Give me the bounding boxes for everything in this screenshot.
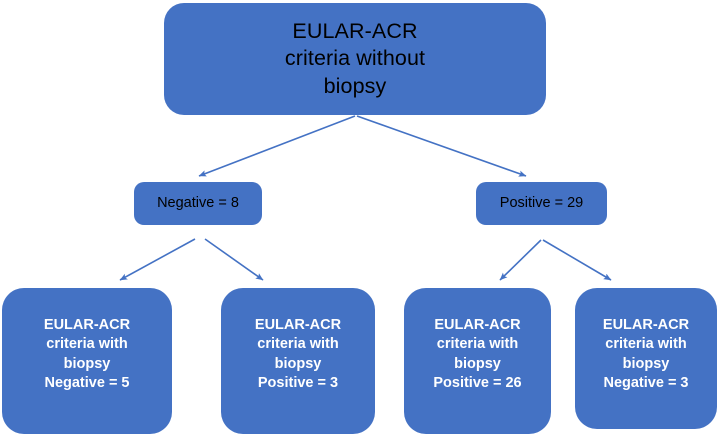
node-negative: Negative = 8 — [134, 182, 262, 225]
node-leaf-positive-26-label: EULAR-ACR criteria with biopsy Positive … — [433, 317, 522, 392]
edge-negative-to-leaf2 — [204, 238, 264, 281]
node-leaf-negative-5-label: EULAR-ACR criteria with biopsy Negative … — [43, 317, 131, 392]
edge-root-to-negative — [198, 115, 356, 177]
node-positive: Positive = 29 — [476, 182, 607, 225]
node-leaf-negative-5: EULAR-ACR criteria with biopsy Negative … — [2, 288, 172, 434]
node-negative-label: Negative = 8 — [157, 195, 239, 212]
node-leaf-positive-26: EULAR-ACR criteria with biopsy Positive … — [404, 288, 551, 434]
edge-positive-to-leaf3 — [499, 239, 542, 281]
node-root-label: EULAR-ACR criteria without biopsy — [284, 18, 426, 98]
edge-positive-to-leaf4 — [542, 239, 612, 281]
node-leaf-positive-3-label: EULAR-ACR criteria with biopsy Positive … — [254, 317, 342, 392]
node-leaf-negative-3-label: EULAR-ACR criteria with biopsy Negative … — [602, 317, 690, 392]
node-leaf-negative-3: EULAR-ACR criteria with biopsy Negative … — [575, 288, 717, 429]
node-leaf-positive-3: EULAR-ACR criteria with biopsy Positive … — [221, 288, 375, 434]
node-positive-label: Positive = 29 — [499, 195, 584, 212]
node-root: EULAR-ACR criteria without biopsy — [164, 3, 546, 115]
edge-negative-to-leaf1 — [119, 238, 196, 281]
edge-root-to-positive — [356, 115, 527, 177]
